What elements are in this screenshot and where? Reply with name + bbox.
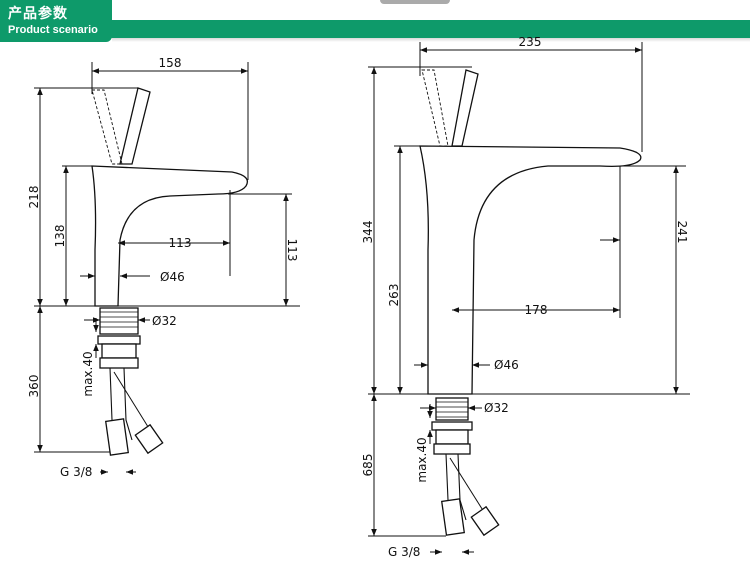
right-reach-label: 178 (525, 303, 548, 317)
right-hose-fitting-a (440, 498, 466, 536)
left-reach-label: 113 (169, 236, 192, 250)
left-faucet (91, 87, 249, 456)
right-height-label: 344 (361, 221, 375, 244)
top-edge-fragment (380, 0, 450, 4)
left-height-label: 218 (27, 186, 41, 209)
right-thread-diameter-label: Ø32 (484, 401, 509, 415)
right-max-thickness-label: max.40 (415, 437, 429, 482)
left-spout-height-label: 138 (53, 225, 67, 248)
left-hose-fitting-b (134, 423, 164, 455)
right-clearance-label: 241 (675, 221, 689, 244)
left-faucet-body (91, 165, 249, 307)
left-connection-label: G 3/8 (60, 465, 92, 479)
right-handle-ghost (421, 69, 449, 147)
left-max-thickness-label: max.40 (81, 351, 95, 396)
right-faucet-body (419, 145, 642, 395)
right-nut (431, 421, 473, 431)
right-spout-height-label: 263 (387, 284, 401, 307)
right-faucet (419, 69, 642, 537)
header-bar (0, 20, 750, 38)
right-hose-fitting-b (470, 505, 500, 537)
right-connection-label: G 3/8 (388, 545, 420, 559)
header-title-cn: 产品参数 (8, 6, 68, 22)
right-width-label: 235 (519, 35, 542, 49)
left-thread-diameter-label: Ø32 (152, 314, 177, 328)
left-handle-ghost (91, 89, 123, 165)
left-nut (97, 335, 141, 345)
left-width-label: 158 (159, 56, 182, 70)
header-title-en: Product scenario (8, 24, 98, 36)
left-handle-lever (119, 87, 151, 165)
left-clearance-label: 113 (285, 239, 299, 262)
left-hose-length-label: 360 (27, 375, 41, 398)
header-shadow (112, 38, 750, 42)
header-banner: 产品参数 Product scenario (0, 0, 750, 46)
right-hose-length-label: 685 (361, 454, 375, 477)
right-body-diameter-label: Ø46 (494, 358, 519, 372)
right-handle-lever (451, 69, 479, 147)
left-body-diameter-label: Ø46 (160, 270, 185, 284)
header-tab: 产品参数 Product scenario (0, 0, 112, 42)
left-hose-fitting-a (104, 418, 130, 456)
left-dimensions (34, 62, 300, 475)
right-dimensions (368, 42, 690, 555)
